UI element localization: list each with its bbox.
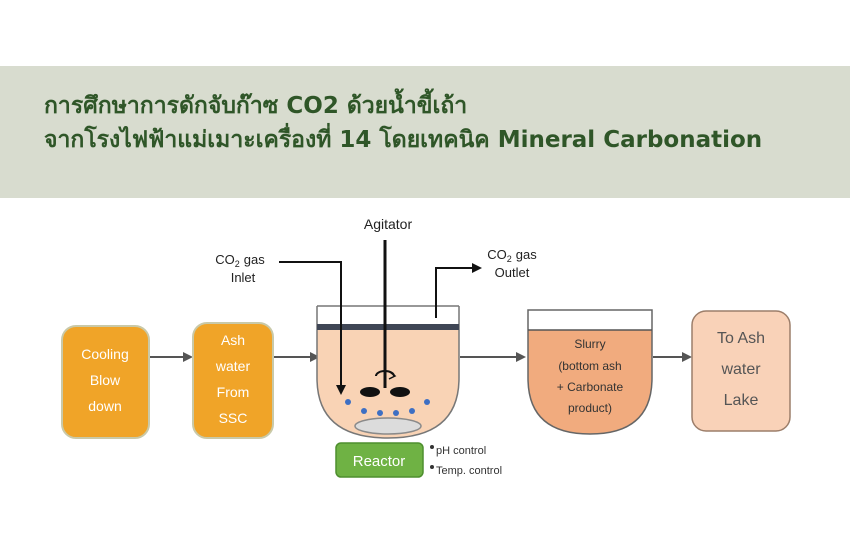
slurry-label-4: product) (568, 401, 612, 415)
outlet-subscript: 2 (507, 254, 512, 264)
page-title-line-1: การศึกษาการดักจับก๊าซ CO2 ด้วยน้ำขี้เถ้า (44, 93, 468, 119)
inlet-subscript: 2 (235, 259, 240, 269)
page-title-line-2: จากโรงไฟฟ้าแม่เมาะเครื่องที่ 14 โดยเทคนิ… (44, 127, 763, 153)
ash-label-4: SSC (219, 410, 248, 426)
slurry-label-2: (bottom ash (558, 359, 621, 373)
ash-label-3: From (217, 384, 250, 400)
gas-bubbles (345, 399, 430, 416)
slurry-vessel: Slurry (bottom ash + Carbonate product) (527, 309, 653, 435)
inlet-label: Inlet (231, 270, 256, 285)
temp-control-label: Temp. control (436, 465, 502, 477)
reactor-lid-plate (317, 324, 459, 330)
lake-label-3: Lake (724, 392, 759, 409)
reactor-vessel (316, 305, 460, 439)
outlet-arrow (435, 263, 482, 318)
reactor-label-box: Reactor (335, 442, 424, 478)
slurry-label-3: + Carbonate (557, 380, 624, 394)
lake-label-2: water (720, 361, 761, 378)
co2-inlet: CO2 gas Inlet (215, 252, 346, 395)
co2-outlet: CO2 gas Outlet (435, 247, 537, 318)
outlet-unit: gas (516, 247, 537, 262)
ash-water-box: Ash water From SSC (192, 322, 274, 439)
cooling-label-1: Cooling (81, 346, 128, 362)
outlet-formula: CO (487, 247, 507, 262)
inlet-unit: gas (244, 252, 265, 267)
ash-label-2: water (215, 358, 251, 374)
ash-label-1: Ash (221, 332, 245, 348)
title-banner (0, 66, 850, 198)
reactor-label: Reactor (353, 453, 406, 470)
agitator: Agitator (360, 216, 412, 397)
inlet-formula: CO (215, 252, 235, 267)
agitator-label: Agitator (364, 216, 413, 232)
ph-control-label: pH control (436, 445, 486, 457)
lake-label-1: To Ash (717, 330, 765, 347)
slurry-label-1: Slurry (574, 337, 605, 351)
ash-water-lake-box: To Ash water Lake (691, 310, 791, 432)
cooling-label-3: down (88, 398, 121, 414)
cooling-label-2: Blow (90, 372, 121, 388)
control-list: pH control Temp. control (430, 445, 502, 477)
inlet-arrow (279, 261, 346, 395)
reactor-base-plate (354, 417, 422, 435)
cooling-blowdown-box: Cooling Blow down (61, 325, 150, 439)
outlet-label: Outlet (495, 265, 530, 280)
